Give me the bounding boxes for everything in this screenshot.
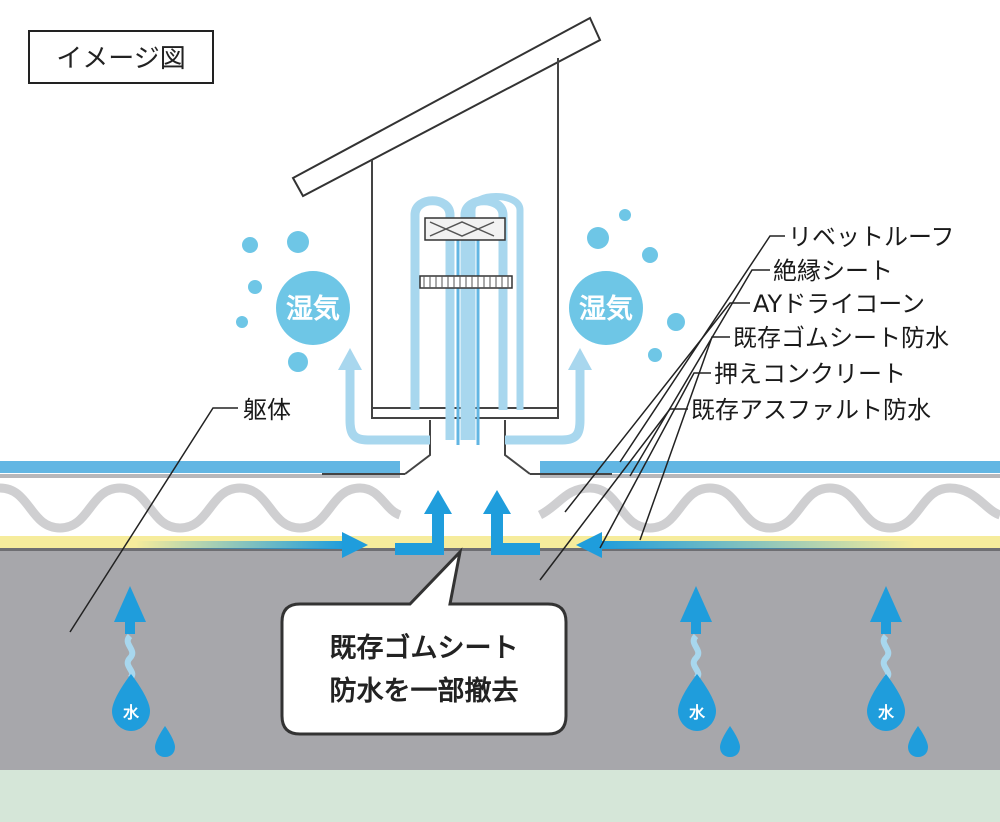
moisture-label-right: 湿気 xyxy=(579,293,633,325)
callout-line-2: 防水を一部撤去 xyxy=(330,675,519,707)
rivet-roof-right xyxy=(540,461,1000,473)
rivet-roof-left xyxy=(0,461,400,473)
moisture-bubbles-left: 湿気 xyxy=(236,231,350,372)
moisture-out-arrow-left xyxy=(345,360,430,445)
moisture-out-arrowhead-right xyxy=(568,348,592,370)
vent-grille xyxy=(419,275,513,289)
body-label: 躯体 xyxy=(243,396,291,424)
label-rubber-sheet: 既存ゴムシート防水 xyxy=(733,324,949,352)
moisture-bubbles-right: 湿気 xyxy=(569,209,685,362)
title-box xyxy=(28,30,214,84)
moisture-label-left: 湿気 xyxy=(286,293,340,325)
water-label-1: 水 xyxy=(123,703,140,722)
flow-bar-left xyxy=(135,541,345,549)
leader-asphalt xyxy=(539,408,688,581)
moisture-out-arrow-right xyxy=(505,360,585,445)
water-arrow-1 xyxy=(114,586,146,681)
center-arrow-left xyxy=(395,510,444,555)
ground-layer xyxy=(0,770,1000,822)
insulation-sheet-left xyxy=(0,474,400,478)
corrugated-layer-left xyxy=(0,483,402,533)
water-arrow-2 xyxy=(680,586,712,681)
water-label-3: 水 xyxy=(878,703,895,722)
flow-bar-right xyxy=(600,541,915,549)
flow-arrowhead-right xyxy=(576,532,602,558)
leader-press-concrete xyxy=(599,372,711,549)
label-press-concrete: 押えコンクリート xyxy=(714,360,906,388)
label-rivet-roof: リベットルーフ xyxy=(788,223,955,251)
water-drop-3: 水 xyxy=(867,674,928,757)
airflow-loop-inner xyxy=(468,193,524,440)
center-arrowhead-left xyxy=(424,490,452,514)
flow-arrowhead-left xyxy=(342,532,368,558)
center-arrow-right xyxy=(491,510,540,555)
vent-cap xyxy=(291,16,602,198)
label-dry-cone: AYドライコーン xyxy=(753,290,925,318)
callout-balloon xyxy=(280,547,568,736)
vent-fan xyxy=(424,217,506,241)
water-label-2: 水 xyxy=(689,703,706,722)
corrugated-layer-right xyxy=(537,483,1000,533)
water-arrow-3 xyxy=(870,586,902,681)
leader-dry-cone xyxy=(564,302,750,513)
title-text: イメージ図 xyxy=(56,44,185,74)
water-drop-1: 水 xyxy=(112,674,175,757)
moisture-out-arrowhead-left xyxy=(338,348,362,370)
body-leader xyxy=(69,407,238,633)
cone-funnel xyxy=(404,420,531,475)
leader-rivet-roof xyxy=(619,235,785,463)
label-asphalt: 既存アスファルト防水 xyxy=(691,396,931,424)
leader-rubber-sheet xyxy=(639,336,730,541)
airflow-loop-left xyxy=(410,196,455,440)
callout-line-1: 既存ゴムシート xyxy=(330,632,519,664)
water-drop-2: 水 xyxy=(678,674,740,757)
center-arrowhead-right xyxy=(483,490,511,514)
leader-insulation-sheet xyxy=(629,269,770,477)
insulation-sheet-right xyxy=(540,474,1000,478)
label-insulation-sheet: 絶縁シート xyxy=(773,257,893,285)
